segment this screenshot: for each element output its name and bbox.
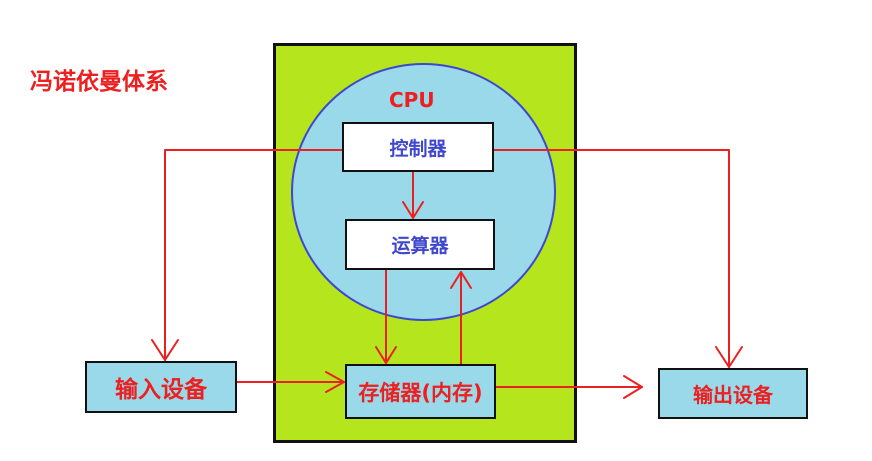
alu-label: 运算器 bbox=[391, 235, 449, 257]
memory-box: 存储器(内存) bbox=[345, 364, 496, 419]
arrowhead-input-top bbox=[151, 339, 179, 361]
arrow-controller-to-output bbox=[493, 149, 730, 368]
diagram-title: 冯诺依曼体系 bbox=[30, 69, 168, 95]
arrowhead-alu-bottom bbox=[450, 271, 472, 289]
arrowhead-memory-left bbox=[325, 371, 345, 393]
arrowhead-alu-top bbox=[402, 201, 424, 219]
arrow-controller-to-input bbox=[164, 149, 343, 361]
cpu-circle bbox=[291, 63, 556, 321]
input-device-box: 输入设备 bbox=[85, 361, 237, 413]
arrowhead-memory-top bbox=[375, 346, 397, 364]
output-device-box: 输出设备 bbox=[658, 368, 808, 419]
input-device-label: 输入设备 bbox=[115, 377, 207, 403]
arrowhead-output-left bbox=[623, 375, 643, 399]
controller-box: 控制器 bbox=[342, 122, 494, 172]
memory-label: 存储器(内存) bbox=[358, 380, 483, 405]
alu-box: 运算器 bbox=[345, 219, 495, 270]
controller-label: 控制器 bbox=[389, 137, 447, 160]
cpu-label: CPU bbox=[389, 88, 435, 112]
output-device-label: 输出设备 bbox=[693, 383, 773, 407]
arrowhead-output-top bbox=[715, 346, 743, 368]
